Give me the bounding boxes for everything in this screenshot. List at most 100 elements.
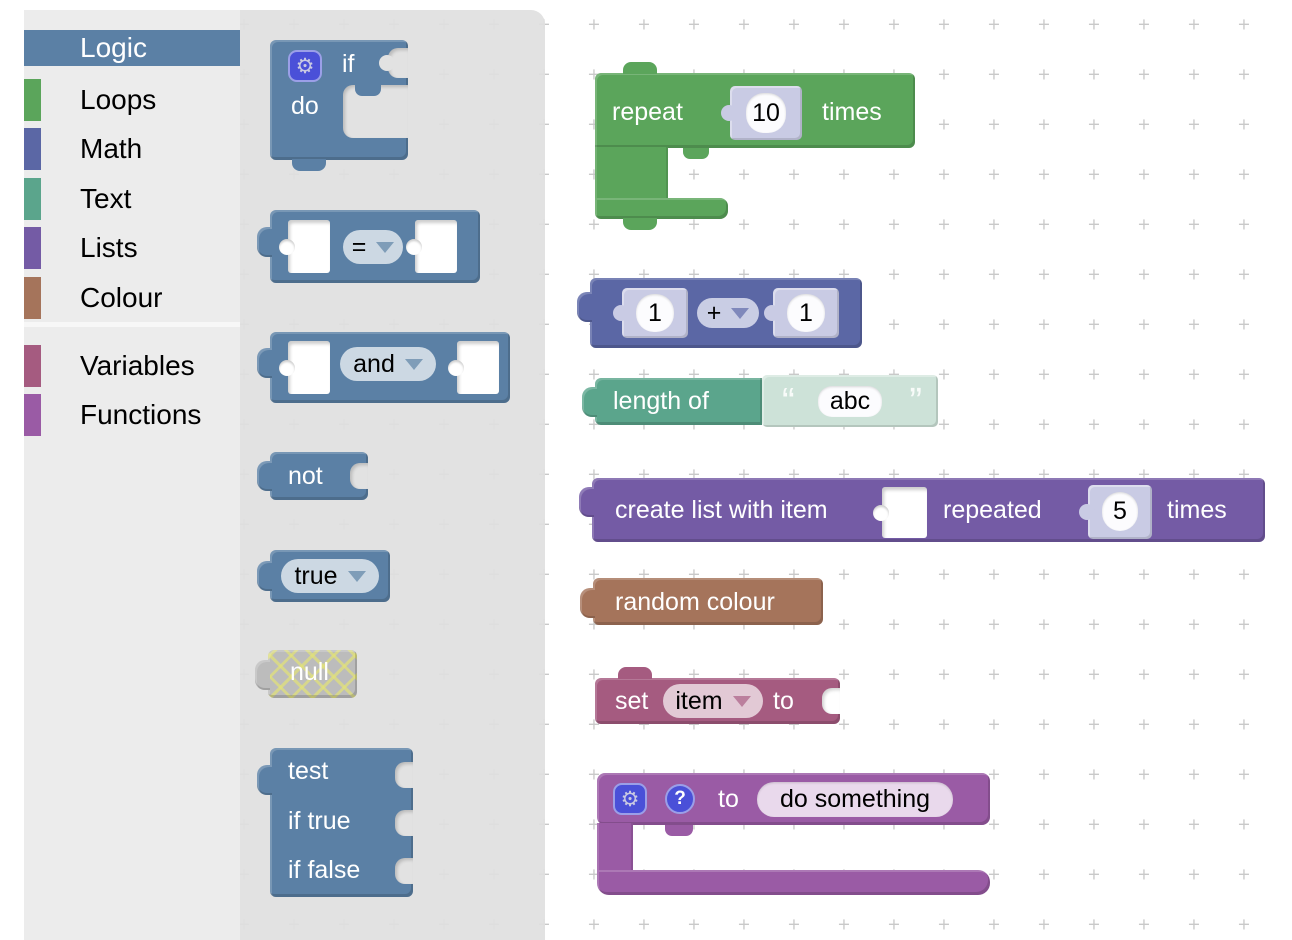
create-list-label: create list with item	[615, 496, 828, 524]
if-true-label: if true	[288, 807, 351, 835]
toolbox-category-text[interactable]: Text	[24, 174, 240, 224]
block-text-length[interactable]: length of	[582, 378, 762, 425]
block-controls-repeat-spine[interactable]	[595, 147, 668, 200]
operator-value: =	[351, 232, 367, 261]
dropdown-caret-icon	[347, 570, 366, 582]
dropdown-caret-icon	[404, 358, 423, 370]
toolbox-category-functions[interactable]: Functions	[24, 390, 240, 440]
dropdown-caret-icon	[376, 241, 395, 253]
toolbox-panel: Logic Loops Math Text Lists Colour Varia…	[24, 10, 240, 940]
output-tab	[579, 487, 594, 517]
operator-dropdown[interactable]: +	[697, 298, 759, 328]
value-input-socket	[406, 220, 457, 273]
prev-connector-bump	[618, 667, 652, 679]
block-controls-repeat-foot[interactable]	[595, 198, 728, 230]
value-input-socket	[822, 688, 840, 714]
output-tab	[257, 765, 272, 795]
shadow-number-block[interactable]: 1	[764, 288, 839, 338]
null-label: null	[290, 658, 329, 686]
block-procedures-def-foot[interactable]	[597, 870, 990, 895]
times-label: times	[822, 98, 882, 126]
mutator-gear-icon[interactable]: ⚙	[288, 50, 322, 82]
operator-dropdown[interactable]: and	[340, 347, 436, 381]
category-color-strip	[24, 394, 41, 436]
number-field[interactable]: 1	[787, 294, 825, 332]
category-color-strip	[24, 128, 41, 170]
number-field[interactable]: 5	[1102, 492, 1138, 531]
repeated-label: repeated	[943, 496, 1042, 524]
to-label: to	[773, 687, 794, 715]
socket-nub	[379, 55, 395, 71]
socket-nub	[1079, 504, 1095, 520]
block-logic-boolean[interactable]: true	[257, 550, 390, 602]
value-input-socket	[279, 341, 330, 394]
category-label: Logic	[80, 32, 147, 63]
shadow-number-block[interactable]: 5	[1079, 485, 1152, 539]
socket-nub	[873, 504, 889, 521]
block-procedures-def[interactable]: ⚙ ? to do something	[597, 773, 990, 836]
not-label: not	[288, 462, 323, 490]
value-input-socket	[395, 858, 413, 884]
shadow-number-block[interactable]: 10	[721, 86, 802, 140]
boolean-value: true	[294, 561, 338, 590]
toolbox-category-variables[interactable]: Variables	[24, 341, 240, 391]
output-tab	[257, 461, 272, 491]
category-label: Math	[80, 133, 143, 164]
if-label: if	[342, 50, 355, 78]
statement-connector-bump	[683, 148, 709, 159]
block-math-arithmetic[interactable]: 1 + 1	[577, 278, 862, 348]
shadow-text-block[interactable]: “ abc ”	[762, 375, 938, 427]
block-procedures-def-spine[interactable]	[597, 823, 633, 872]
text-field[interactable]: abc	[818, 386, 882, 417]
operator-dropdown[interactable]: =	[343, 230, 403, 264]
block-controls-if[interactable]: ⚙ if do	[270, 40, 408, 171]
number-field[interactable]: 10	[746, 93, 786, 133]
toolbox-category-lists[interactable]: Lists	[24, 223, 240, 273]
boolean-dropdown[interactable]: true	[281, 559, 379, 593]
number-field[interactable]: 1	[636, 294, 674, 332]
block-logic-ternary[interactable]: test if true if false	[257, 748, 413, 897]
block-variables-set[interactable]: set item to	[595, 667, 840, 724]
shadow-number-block[interactable]: 1	[613, 288, 688, 338]
output-tab	[255, 660, 270, 690]
help-icon[interactable]: ?	[665, 784, 695, 814]
variable-dropdown[interactable]: item	[663, 684, 763, 718]
toolbox-category-colour[interactable]: Colour	[24, 273, 240, 323]
to-label: to	[718, 785, 739, 813]
block-controls-repeat[interactable]: repeat 10 times do	[595, 62, 915, 184]
toolbox-category-math[interactable]: Math	[24, 124, 240, 174]
block-logic-operation[interactable]: and	[257, 332, 510, 403]
block-colour-random[interactable]: random colour	[580, 578, 823, 625]
output-tab	[582, 387, 597, 417]
toolbox-category-logic[interactable]: Logic	[24, 30, 240, 66]
operator-value: and	[353, 349, 395, 378]
mutator-gear-icon[interactable]: ⚙	[613, 783, 647, 815]
toolbox-category-loops[interactable]: Loops	[24, 75, 240, 125]
value-input-socket	[395, 810, 413, 836]
category-label: Text	[80, 183, 132, 214]
block-logic-compare[interactable]: =	[257, 210, 480, 283]
value-input-socket	[379, 48, 408, 78]
block-logic-negate[interactable]: not	[257, 452, 368, 500]
function-name-field[interactable]: do something	[757, 782, 953, 817]
prev-connector-bump	[623, 62, 657, 74]
category-color-strip	[24, 227, 41, 269]
socket-nub	[406, 238, 422, 255]
dropdown-caret-icon	[732, 695, 751, 707]
random-colour-label: random colour	[615, 588, 775, 616]
gear-glyph: ⚙	[620, 787, 640, 811]
variable-name: item	[675, 686, 723, 715]
output-tab	[580, 588, 595, 618]
block-logic-null-disabled[interactable]: null	[255, 650, 357, 698]
value-input-socket	[873, 487, 927, 538]
category-color-strip	[24, 345, 41, 387]
close-quote: ”	[909, 381, 922, 423]
block-lists-repeat[interactable]: create list with item repeated 5 times	[579, 478, 1265, 542]
socket-nub	[613, 305, 629, 321]
next-connector-bump	[623, 218, 657, 230]
test-label: test	[288, 757, 329, 785]
times-label: times	[1167, 496, 1227, 524]
length-of-label: length of	[613, 387, 709, 415]
toolbox-separator	[24, 322, 240, 327]
